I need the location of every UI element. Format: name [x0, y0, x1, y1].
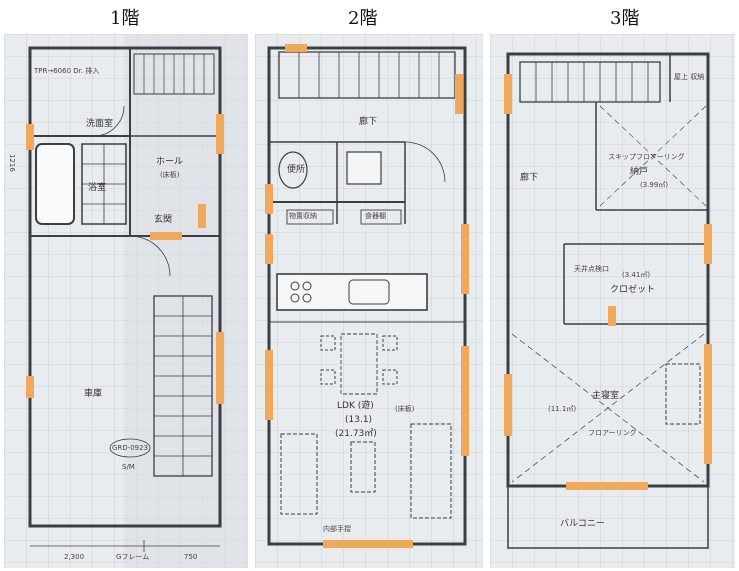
tpr-note: TPR→6060 Dr. 排入: [34, 67, 100, 75]
ldk-area-label: (21.73㎡): [335, 429, 377, 439]
kitchen-storage-label: 食器棚: [365, 212, 386, 220]
floor-2-plan: 廊下 便所 物置収納 食器棚 (床板) LDK (遊) (13.1) (21.7…: [255, 34, 483, 568]
floor-3-plan: 屋上 収納 廊下 スキップフロアーリング 納戸 (3.99㎡) 天井点検口 (3…: [490, 34, 735, 568]
bath-size-label: 1216: [8, 154, 16, 172]
closet-label: クロゼット: [610, 285, 656, 295]
attic-label: 屋上 収納: [674, 73, 705, 81]
flooring-label: フロアーリング: [588, 429, 637, 437]
dim-mid-label: Gフレーム: [116, 553, 150, 561]
garage-label: 車庫: [84, 389, 103, 399]
bedroom-area-label: (11.1㎡): [548, 405, 577, 413]
floor-1-title: 1階: [110, 8, 140, 29]
washroom-label: 洗面室: [86, 119, 114, 129]
code-label: GRD-0923: [112, 444, 149, 452]
railing-label: 内部手摺: [323, 525, 351, 533]
storage-label: 物置収納: [289, 212, 317, 220]
ldk-tatami-label: (13.1): [345, 415, 373, 425]
skip-label: スキップフロアーリング: [608, 153, 685, 161]
entrance-label: 玄関: [154, 215, 173, 225]
balcony-label: バルコニー: [560, 519, 605, 529]
floor-2-drawing: [255, 34, 483, 568]
floor-3-title: 3階: [610, 8, 640, 29]
dim-right-label: 750: [184, 553, 198, 561]
floor-3-drawing: [490, 34, 735, 568]
dim-left-label: 2,300: [64, 553, 85, 561]
hall-label: ホール: [156, 157, 184, 167]
toilet-label: 便所: [287, 165, 306, 175]
bath-label: 浴室: [88, 183, 107, 193]
attic-hatch-label: 天井点検口: [574, 265, 609, 273]
nando-area-label: (3.99㎡): [640, 181, 669, 189]
bedroom-label: 主寝室: [592, 391, 620, 401]
shoe-label: S/M: [122, 463, 135, 471]
closet-area-label: (3.41㎡): [622, 271, 651, 279]
hall-2f-label: 廊下: [359, 117, 378, 127]
nando-label: 納戸: [630, 167, 649, 177]
tv-label: (床板): [395, 405, 415, 413]
floor-1-plan: TPR→6060 Dr. 排入 洗面室 浴室 1216 ホール (床板) 玄関 …: [4, 34, 248, 568]
floor-1-drawing: [4, 34, 248, 568]
ldk-label: LDK (遊): [337, 401, 374, 411]
hall-sub-label: (床板): [160, 171, 180, 179]
hall-3f-label: 廊下: [520, 173, 539, 183]
floor-2-title: 2階: [348, 8, 378, 29]
